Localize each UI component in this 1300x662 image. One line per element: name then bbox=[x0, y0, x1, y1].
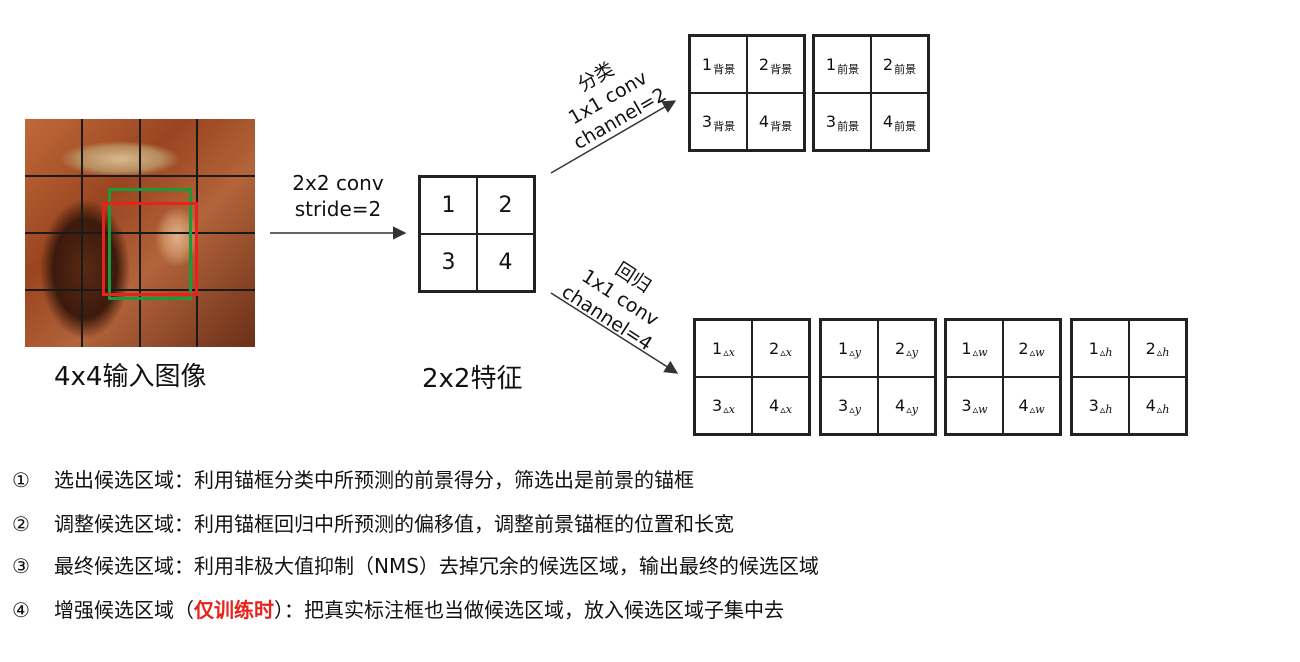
red-bounding-box bbox=[102, 202, 198, 296]
reg-cell: 2▵w bbox=[1003, 320, 1060, 377]
step-highlight: 仅训练时 bbox=[194, 598, 274, 622]
reg-cell: 1▵y bbox=[821, 320, 878, 377]
reg-grid-dw: 1▵w 2▵w 3▵w 4▵w bbox=[944, 318, 1062, 436]
reg-grid-dx: 1▵x 2▵x 3▵x 4▵x bbox=[693, 318, 811, 436]
step-item: ③ 最终候选区域：利用非极大值抑制（NMS）去掉冗余的候选区域，输出最终的候选区域 bbox=[12, 550, 819, 579]
grid-line bbox=[25, 175, 255, 177]
step-item: ② 调整候选区域：利用锚框回归中所预测的偏移值，调整前景锚框的位置和长宽 bbox=[12, 508, 734, 537]
conv-line1: 2x2 conv bbox=[292, 171, 384, 195]
reg-cell: 2▵x bbox=[752, 320, 809, 377]
green-bounding-box bbox=[108, 188, 192, 300]
reg-cell: 4▵w bbox=[1003, 377, 1060, 434]
step-text-post: ）：把真实标注框也当做候选区域，放入候选区域子集中去 bbox=[274, 598, 784, 622]
conv-line2: stride=2 bbox=[294, 197, 382, 221]
reg-cell: 3▵x bbox=[695, 377, 752, 434]
reg-arrow bbox=[550, 292, 679, 374]
reg-cell: 1▵w bbox=[946, 320, 1003, 377]
reg-cell: 3▵w bbox=[946, 377, 1003, 434]
feature-grid: 1 2 3 4 bbox=[418, 175, 536, 293]
feature-cell: 3 bbox=[420, 234, 477, 291]
step-text: 最终候选区域：利用非极大值抑制（NMS）去掉冗余的候选区域，输出最终的候选区域 bbox=[54, 554, 819, 578]
reg-grid-dh: 1▵h 2▵h 3▵h 4▵h bbox=[1070, 318, 1188, 436]
reg-cell: 4▵h bbox=[1129, 377, 1186, 434]
reg-cell: 3▵y bbox=[821, 377, 878, 434]
reg-cell: 2▵y bbox=[878, 320, 935, 377]
feature-cell: 2 bbox=[477, 177, 534, 234]
step-item: ① 选出候选区域：利用锚框分类中所预测的前景得分，筛选出是前景的锚框 bbox=[12, 464, 694, 493]
feature-cell: 4 bbox=[477, 234, 534, 291]
step-text-pre: 增强候选区域（ bbox=[54, 598, 194, 622]
step-number: ② bbox=[12, 512, 30, 536]
grid-line bbox=[25, 232, 255, 234]
feature-cell: 1 bbox=[420, 177, 477, 234]
input-caption: 4x4输入图像 bbox=[54, 362, 207, 392]
reg-cell: 4▵y bbox=[878, 377, 935, 434]
step-text: 选出候选区域：利用锚框分类中所预测的前景得分，筛选出是前景的锚框 bbox=[54, 468, 694, 492]
step-item: ④ 增强候选区域（仅训练时）：把真实标注框也当做候选区域，放入候选区域子集中去 bbox=[12, 594, 784, 623]
input-image bbox=[25, 119, 255, 347]
step-number: ④ bbox=[12, 598, 30, 622]
grid-line bbox=[25, 289, 255, 291]
reg-cell: 1▵h bbox=[1072, 320, 1129, 377]
reg-grid-dy: 1▵y 2▵y 3▵y 4▵y bbox=[819, 318, 937, 436]
step-number: ③ bbox=[12, 554, 30, 578]
step-text: 调整候选区域：利用锚框回归中所预测的偏移值，调整前景锚框的位置和长宽 bbox=[54, 512, 734, 536]
cls-arrow bbox=[550, 100, 677, 174]
reg-cell: 1▵x bbox=[695, 320, 752, 377]
reg-cell: 2▵h bbox=[1129, 320, 1186, 377]
step-number: ① bbox=[12, 468, 30, 492]
conv-label: 2x2 conv stride=2 bbox=[276, 170, 400, 222]
feature-caption: 2x2特征 bbox=[422, 364, 523, 394]
reg-cell: 3▵h bbox=[1072, 377, 1129, 434]
reg-cell: 4▵x bbox=[752, 377, 809, 434]
